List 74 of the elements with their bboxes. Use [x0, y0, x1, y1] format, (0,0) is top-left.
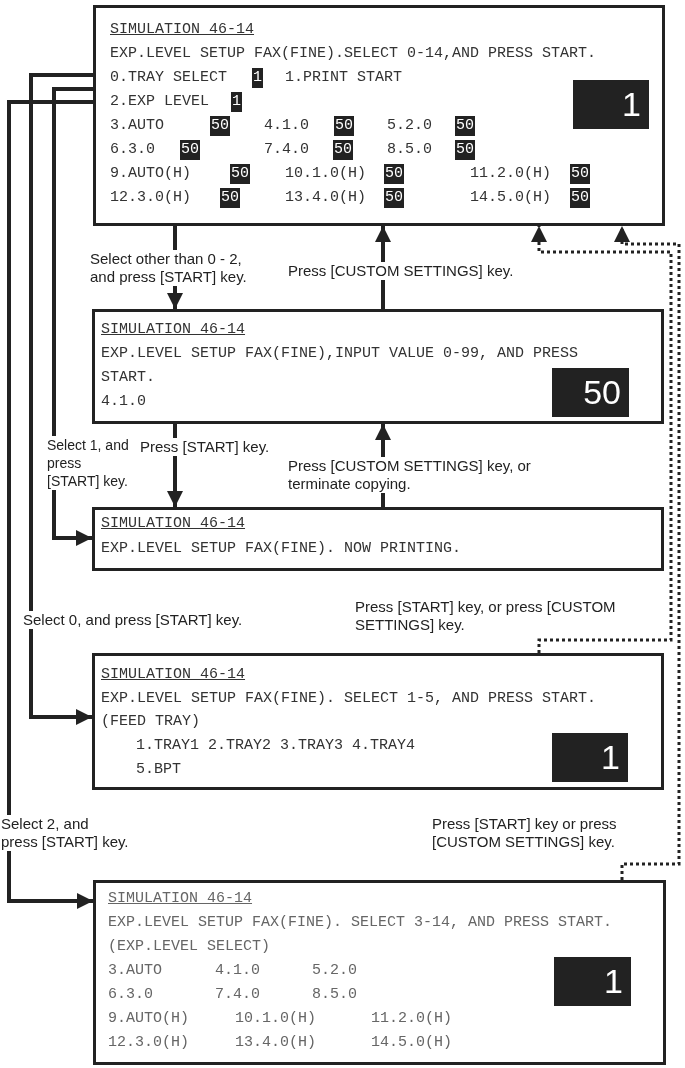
arrow — [614, 226, 681, 880]
screen-text: 1.TRAY1 2.TRAY2 3.TRAY3 4.TRAY4 — [136, 736, 416, 756]
value-highlight: 50 — [384, 188, 404, 208]
value-highlight: 50 — [334, 116, 354, 136]
edge-label: Select 1, and press [START] key. — [47, 436, 131, 490]
screen-text: 9.AUTO(H) — [110, 164, 191, 184]
screen-title: SIMULATION 46-14 — [110, 20, 255, 40]
arrow — [375, 226, 391, 309]
value-highlight: 1 — [252, 68, 263, 88]
screen-box — [92, 653, 664, 790]
screen-text: 0.TRAY SELECT — [110, 68, 228, 88]
screen-text: 3.AUTO — [108, 961, 162, 981]
value-highlight: 50 — [220, 188, 240, 208]
screen-text: 8.5.0 — [312, 985, 357, 1005]
display-readout: 1 — [573, 80, 649, 129]
screen-text: 5.BPT — [136, 760, 181, 780]
screen-text: 7.4.0 — [215, 985, 260, 1005]
screen-title: SIMULATION 46-14 — [108, 889, 253, 909]
screen-text: EXP.LEVEL SETUP FAX(FINE).SELECT 0-14,AND PRESS START. — [110, 44, 597, 64]
arrow — [29, 73, 93, 725]
arrow — [531, 226, 673, 653]
value-highlight: 50 — [210, 116, 230, 136]
edge-label: Press [START] key, or press [CUSTOM SETTINGS] key. — [355, 598, 617, 634]
screen-text: 12.3.0(H) — [110, 188, 191, 208]
screen-title: SIMULATION 46-14 — [101, 514, 246, 534]
screen-box — [92, 507, 664, 571]
screen-text: 13.4.0(H) — [285, 188, 366, 208]
edge-label: Select 2, and press [START] key. — [1, 815, 129, 851]
screen-text: EXP.LEVEL SETUP FAX(FINE). SELECT 1-5, AND PRESS START. — [101, 689, 597, 709]
screen-text: 3.AUTO — [110, 116, 164, 136]
arrow — [167, 424, 183, 507]
screen-text: 9.AUTO(H) — [108, 1009, 189, 1029]
screen-text: 4.1.0 — [264, 116, 309, 136]
display-readout: 1 — [552, 733, 628, 782]
screen-box — [92, 309, 664, 424]
screen-text: (FEED TRAY) — [101, 712, 201, 732]
arrow — [7, 100, 93, 909]
screen-text: 7.4.0 — [264, 140, 309, 160]
screen-text: 10.1.0(H) — [235, 1009, 316, 1029]
screen-box — [93, 5, 665, 226]
value-highlight: 50 — [180, 140, 200, 160]
screen-title: SIMULATION 46-14 — [101, 320, 246, 340]
screen-text: 12.3.0(H) — [108, 1033, 189, 1053]
arrow — [52, 87, 93, 546]
screen-text: 11.2.0(H) — [371, 1009, 452, 1029]
screen-text: 13.4.0(H) — [235, 1033, 316, 1053]
screen-text: 4.1.0 — [101, 392, 146, 412]
screen-text: 5.2.0 — [387, 116, 432, 136]
value-highlight: 50 — [455, 140, 475, 160]
screen-text: EXP.LEVEL SETUP FAX(FINE). NOW PRINTING. — [101, 539, 462, 559]
screen-text: 11.2.0(H) — [470, 164, 551, 184]
value-highlight: 1 — [231, 92, 242, 112]
screen-text: 2.EXP LEVEL — [110, 92, 210, 112]
screen-text: 1.PRINT START — [285, 68, 403, 88]
display-readout: 50 — [552, 368, 629, 417]
value-highlight: 50 — [230, 164, 250, 184]
screen-text: (EXP.LEVEL SELECT) — [108, 937, 271, 957]
screen-text: 5.2.0 — [312, 961, 357, 981]
value-highlight: 50 — [384, 164, 404, 184]
screen-title: SIMULATION 46-14 — [101, 665, 246, 685]
screen-text: 14.5.0(H) — [371, 1033, 452, 1053]
value-highlight: 50 — [333, 140, 353, 160]
screen-text: 8.5.0 — [387, 140, 432, 160]
screen-text: 10.1.0(H) — [285, 164, 366, 184]
display-readout: 1 — [554, 957, 631, 1006]
screen-text: EXP.LEVEL SETUP FAX(FINE). SELECT 3-14, AND PRESS START. — [108, 913, 613, 933]
value-highlight: 50 — [570, 164, 590, 184]
screen-box — [93, 880, 666, 1065]
screen-text: 4.1.0 — [215, 961, 260, 981]
value-highlight: 50 — [455, 116, 475, 136]
screen-text: 6.3.0 — [110, 140, 155, 160]
screen-text: 6.3.0 — [108, 985, 153, 1005]
screen-text: 14.5.0(H) — [470, 188, 551, 208]
value-highlight: 50 — [570, 188, 590, 208]
